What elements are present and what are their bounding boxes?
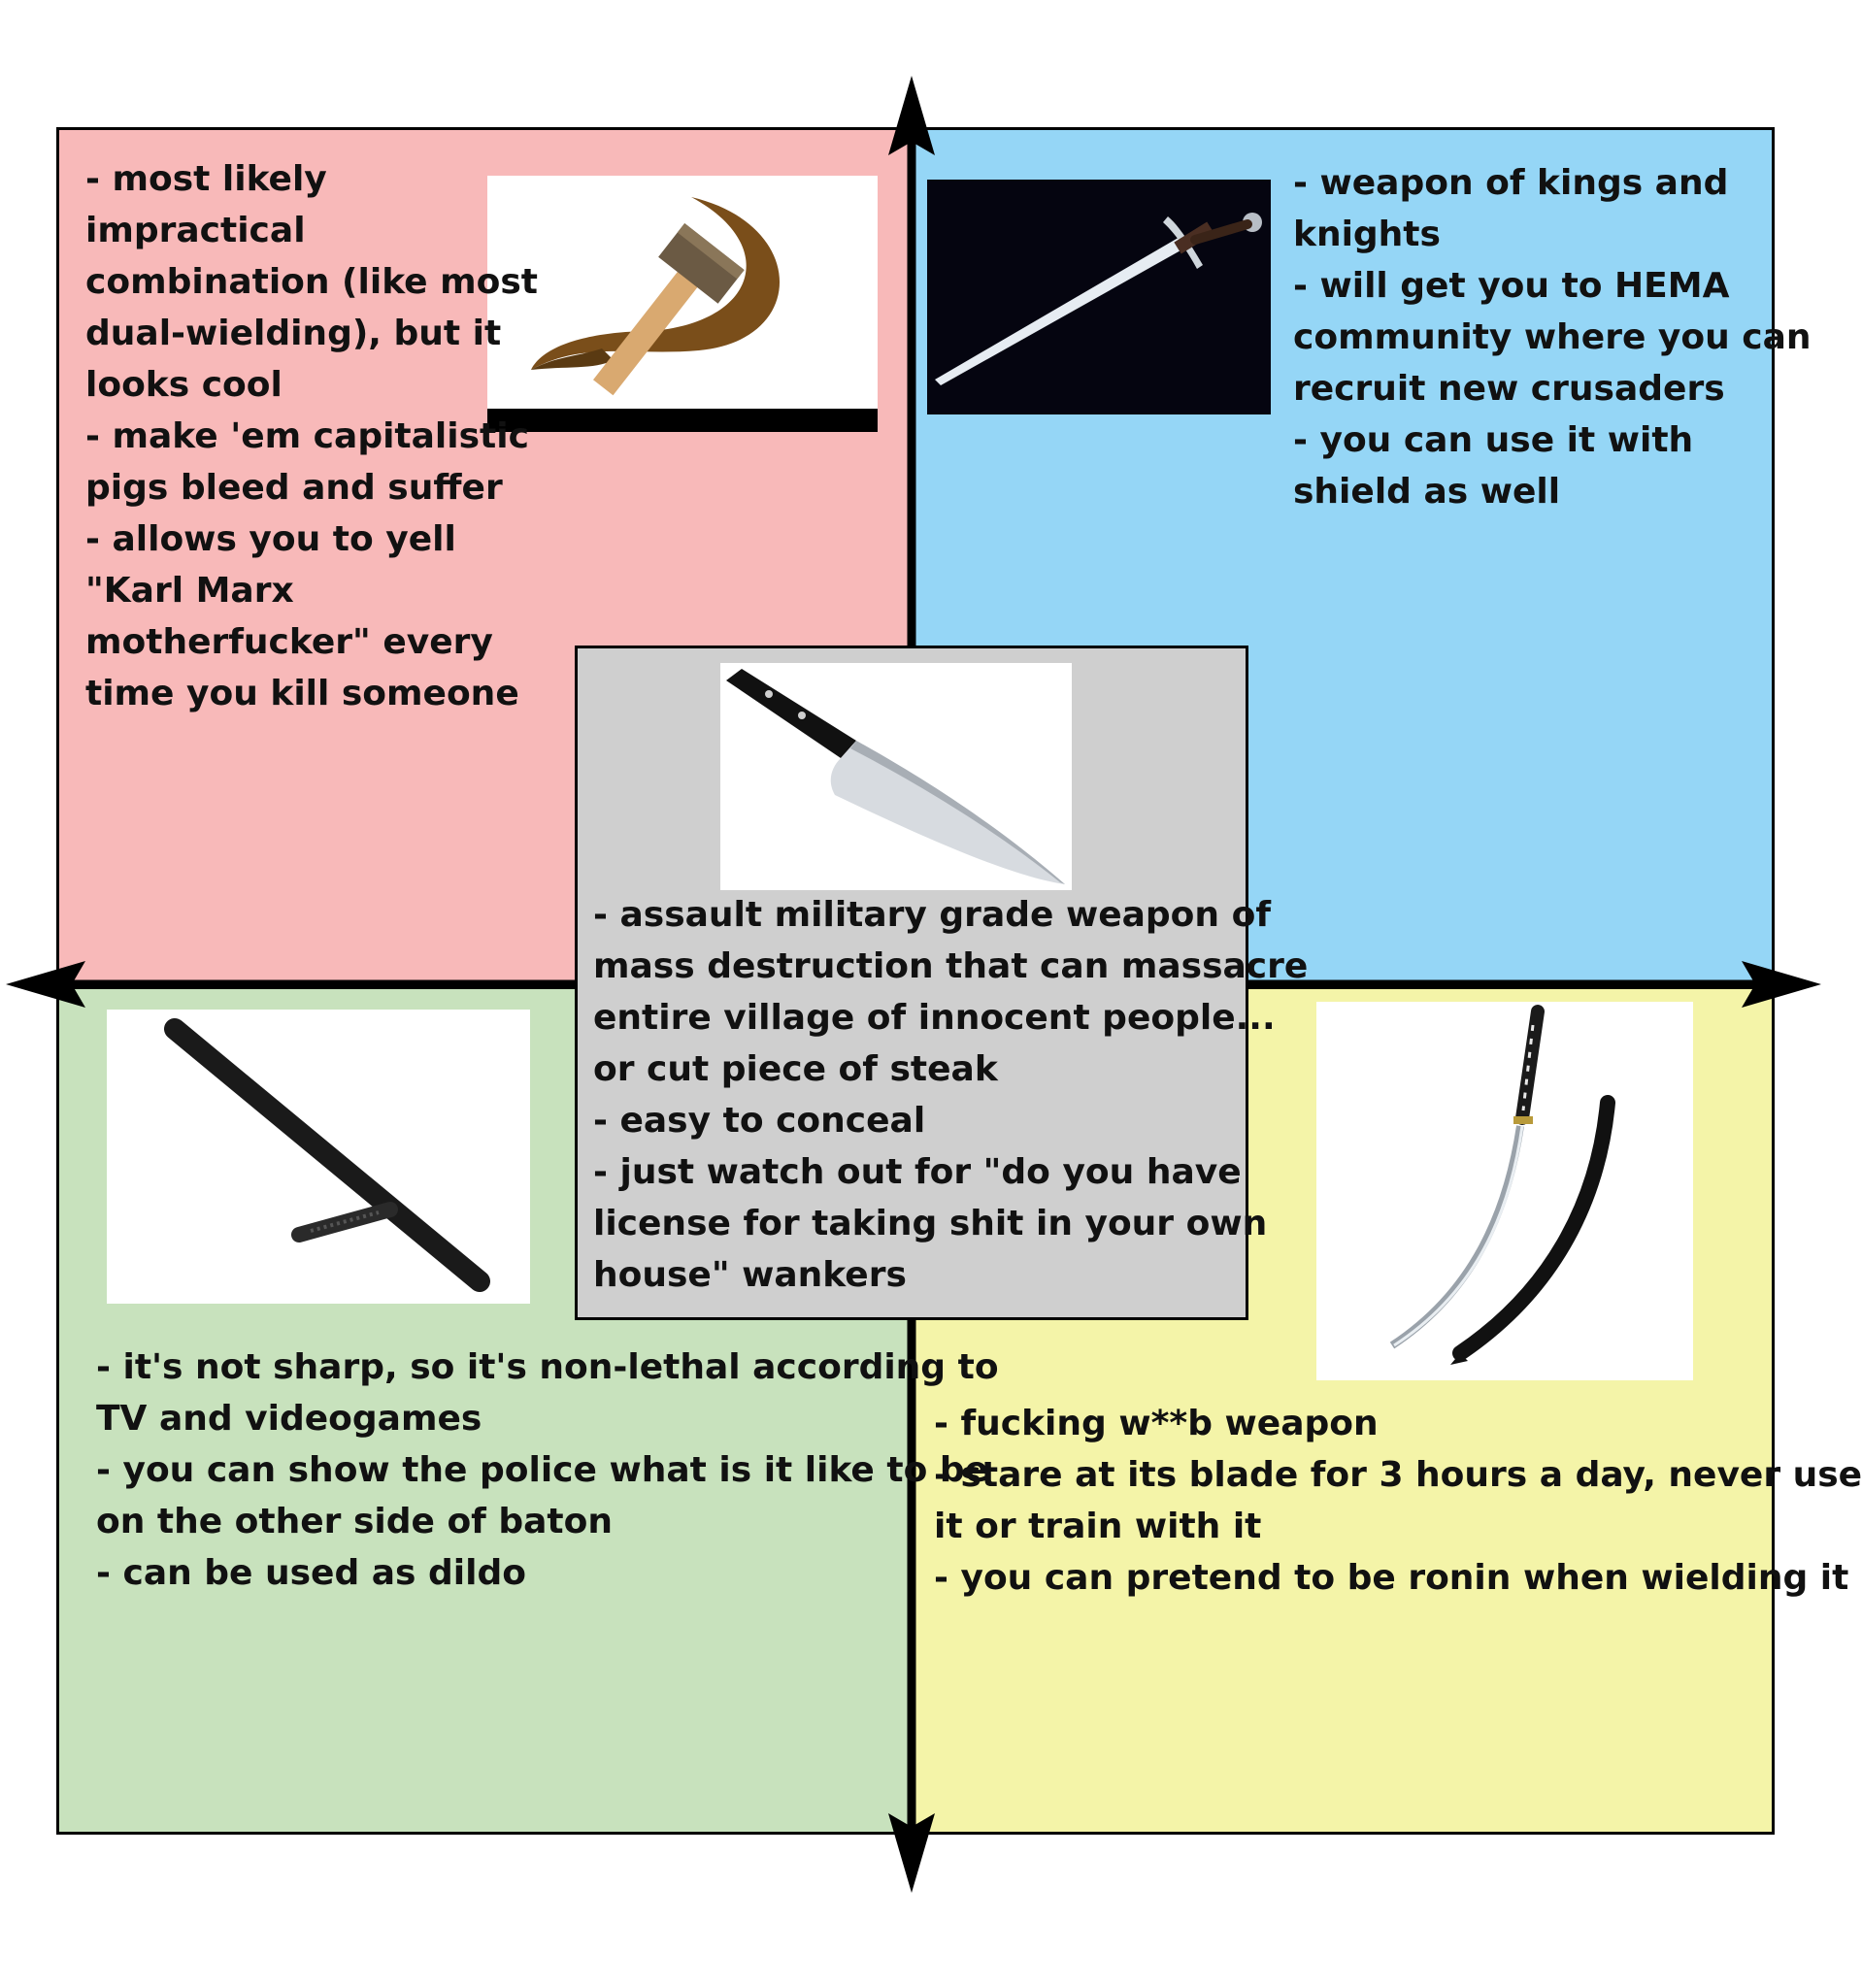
text-line: it or train with it (934, 1507, 1262, 1546)
text-line: - fucking w**b weapon (934, 1404, 1379, 1443)
text-line: "Karl Marx (85, 571, 294, 611)
text-line: - easy to conceal (593, 1101, 926, 1141)
arrow-up-icon (888, 76, 935, 155)
text-line: - you can show the police what is it lik… (96, 1450, 989, 1490)
text-line: - you can pretend to be ronin when wield… (934, 1558, 1849, 1598)
katana-image (1316, 1002, 1693, 1380)
hammer-and-sickle-icon (487, 176, 878, 432)
text-line: - just watch out for "do you have (593, 1152, 1242, 1192)
text-line: dual-wielding), but it (85, 314, 502, 353)
text-line: license for taking shit in your own (593, 1204, 1268, 1243)
baton-image (107, 1010, 530, 1304)
katana-icon (1316, 1002, 1693, 1380)
longsword-image (927, 180, 1271, 414)
top-left-text: - most likely impractical combination (l… (85, 153, 538, 719)
arrow-down-icon (888, 1813, 935, 1893)
text-line: motherfucker" every (85, 622, 493, 662)
sword-icon (927, 180, 1271, 414)
text-line: looks cool (85, 365, 283, 405)
text-line: - weapon of kings and (1293, 163, 1729, 203)
center-text: - assault military grade weapon of mass … (593, 889, 1308, 1301)
text-line: time you kill someone (85, 674, 519, 713)
text-line: mass destruction that can massacre (593, 946, 1309, 986)
text-line: - assault military grade weapon of (593, 895, 1271, 935)
text-line: - you can use it with (1293, 420, 1694, 460)
text-line: or cut piece of steak (593, 1049, 998, 1089)
text-line: knights (1293, 215, 1441, 254)
text-line: - allows you to yell (85, 519, 456, 559)
text-line: - make 'em capitalistic (85, 416, 529, 456)
hammer-sickle-image (487, 176, 878, 432)
bottom-right-text: - fucking w**b weapon - stare at its bla… (934, 1398, 1862, 1604)
text-line: - will get you to HEMA (1293, 266, 1730, 306)
text-line: entire village of innocent people... (593, 998, 1276, 1038)
arrow-left-icon (6, 961, 85, 1008)
text-line: - it's not sharp, so it's non-lethal acc… (96, 1347, 999, 1387)
top-right-text: - weapon of kings and knights - will get… (1293, 157, 1812, 517)
text-line: - stare at its blade for 3 hours a day, … (934, 1455, 1862, 1495)
text-line: pigs bleed and suffer (85, 468, 503, 508)
text-line: - can be used as dildo (96, 1553, 526, 1593)
bottom-left-text: - it's not sharp, so it's non-lethal acc… (96, 1342, 999, 1599)
text-line: - most likely (85, 159, 327, 199)
kitchen-knife-image (720, 663, 1072, 890)
text-line: TV and videogames (96, 1399, 482, 1439)
knife-icon (720, 663, 1072, 890)
text-line: combination (like most (85, 262, 538, 302)
text-line: shield as well (1293, 472, 1561, 512)
baton-icon (107, 1010, 530, 1304)
text-line: community where you can (1293, 317, 1812, 357)
arrow-right-icon (1742, 961, 1821, 1008)
text-line: recruit new crusaders (1293, 369, 1725, 409)
text-line: house" wankers (593, 1255, 907, 1295)
text-line: impractical (85, 211, 306, 250)
text-line: on the other side of baton (96, 1502, 614, 1541)
